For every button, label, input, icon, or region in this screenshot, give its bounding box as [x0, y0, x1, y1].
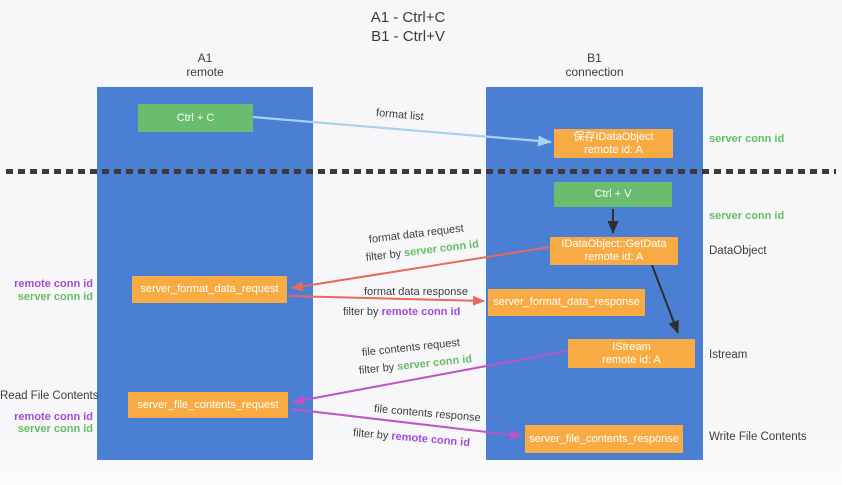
istream-line1: IStream: [612, 340, 651, 353]
filter-by-text: filter by: [365, 247, 402, 264]
file-contents-response-label: file contents response: [373, 403, 482, 425]
getdata-line2: remote id: A: [584, 251, 644, 263]
remote-conn-id-label-2: remote conn id: [14, 411, 93, 423]
remote-conn-id-text: remote conn id: [390, 430, 471, 450]
remote-conn-id-text: remote conn id: [381, 306, 461, 318]
dataobject-label: DataObject: [709, 245, 767, 257]
write-file-contents-label: Write File Contents: [709, 431, 807, 443]
network-boundary-divider: [6, 169, 836, 174]
ctrl-v-label: Ctrl + V: [594, 188, 632, 200]
filter-by-text: filter by: [358, 361, 395, 377]
format-request-node: server_format_data_request: [132, 276, 287, 303]
format-list-label: format list: [375, 107, 425, 124]
ctrl-c-node: Ctrl + C: [138, 104, 253, 132]
server-conn-id-label-left-1: server conn id: [17, 291, 93, 303]
remote-conn-id-label-1: remote conn id: [14, 278, 93, 290]
title-line-2: B1 - Ctrl+V: [371, 28, 445, 45]
machine-a1-role: remote: [186, 65, 224, 79]
column-header-b1: B1 connection: [486, 51, 703, 79]
istream-node: IStream remote id: A: [568, 339, 695, 368]
machine-a1-id: A1: [197, 51, 213, 65]
machine-b1-role: connection: [565, 65, 624, 79]
file-request-label: server_file_contents_request: [137, 398, 279, 411]
title-line-1: A1 - Ctrl+C: [370, 9, 446, 26]
save-dataobject-line2: remote id: A: [584, 143, 643, 156]
format-response-node: server_format_data_response: [488, 289, 645, 316]
getdata-node: IDataObject::GetData remote id: A: [550, 237, 678, 265]
istream-line2: remote id: A: [602, 353, 661, 366]
diagram-title: A1 - Ctrl+C B1 - Ctrl+V: [0, 8, 816, 46]
read-file-contents-label: Read File Contents: [0, 390, 99, 402]
format-response-label: server_format_data_response: [493, 296, 640, 308]
save-dataobject-line1: 保存IDataObject: [573, 130, 654, 143]
file-request-node: server_file_contents_request: [128, 392, 288, 418]
server-conn-id-label-top: server conn id: [709, 133, 785, 145]
format-data-response-label: format data response: [364, 286, 468, 298]
getdata-line1: IDataObject::GetData: [561, 238, 667, 250]
format-request-label: server_format_data_request: [140, 283, 279, 295]
server-conn-id-label-left-2: server conn id: [17, 423, 93, 435]
server-conn-id-text: server conn id: [396, 353, 473, 373]
column-header-a1: A1 remote: [97, 51, 313, 79]
filter-by-text: filter by: [343, 306, 379, 318]
istream-side-label: Istream: [709, 349, 748, 361]
file-response-node: server_file_contents_response: [525, 425, 683, 453]
ctrl-v-node: Ctrl + V: [554, 182, 672, 207]
save-dataobject-node: 保存IDataObject remote id: A: [554, 129, 673, 158]
file-response-label: server_file_contents_response: [529, 432, 679, 445]
ctrl-c-label: Ctrl + C: [176, 111, 215, 124]
machine-b1-id: B1: [587, 51, 602, 65]
server-conn-id-label-mid: server conn id: [709, 210, 785, 222]
filter-by-text: filter by: [352, 427, 389, 443]
